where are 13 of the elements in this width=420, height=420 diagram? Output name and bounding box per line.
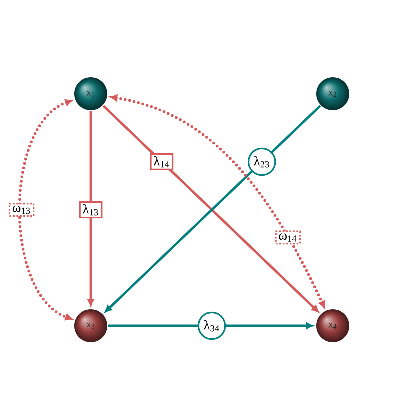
sphere: x$_{2}$: [316, 78, 350, 110]
sphere: x$_{4}$: [316, 310, 350, 342]
sphere: x$_{1}$: [74, 78, 108, 110]
edge-label: λ$_{23}$: [248, 148, 276, 176]
edge-label: λ$_{34}$: [198, 312, 226, 340]
edge-label: ω$_{14}$: [275, 230, 301, 245]
edge-label: ω$_{13}$: [8, 203, 35, 217]
edge-label: λ$_{13}$: [79, 201, 103, 219]
sphere: x$_{3}$: [74, 310, 108, 342]
arrow: [108, 322, 314, 330]
arrow: [88, 111, 94, 306]
edge-label: λ$_{14}$: [150, 153, 174, 170]
dotted-arrow: [18, 100, 72, 320]
